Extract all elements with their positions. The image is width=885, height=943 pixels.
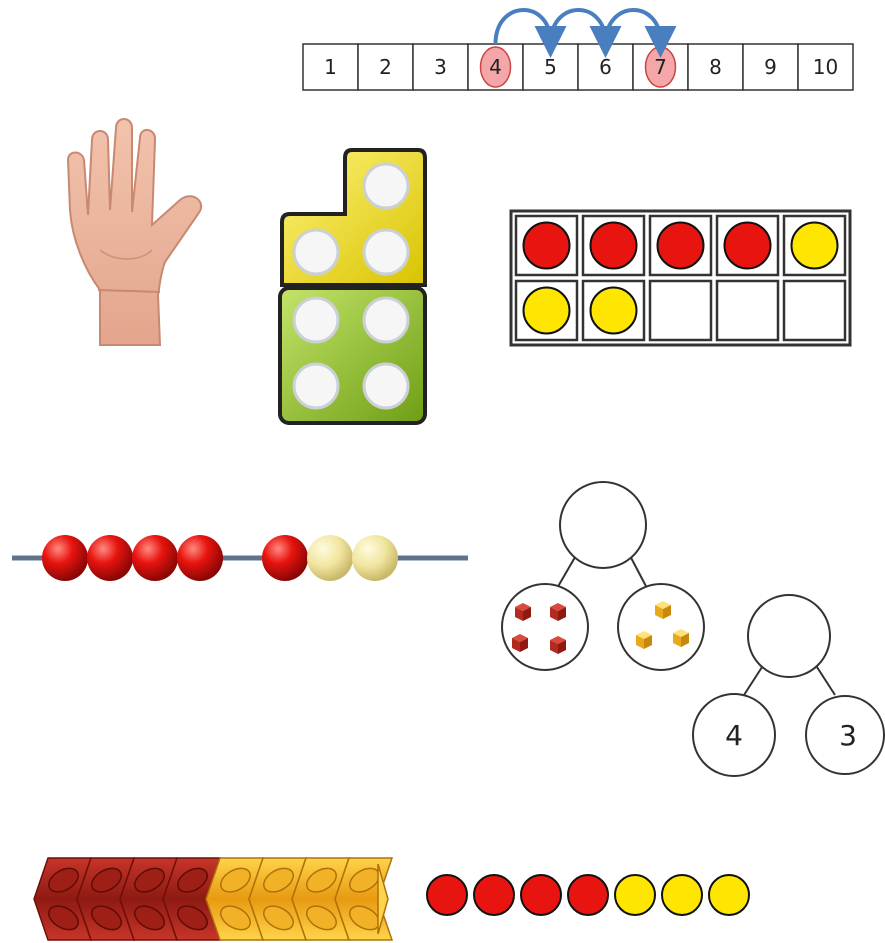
number-line-label: 5 xyxy=(544,55,557,79)
red-counter xyxy=(568,875,608,915)
numicon-hole xyxy=(364,364,408,408)
numicon-hole xyxy=(294,230,338,274)
ten-frame xyxy=(511,211,850,345)
jump-arrow xyxy=(606,10,661,44)
bead xyxy=(352,535,398,581)
numicon-hole xyxy=(294,364,338,408)
bead xyxy=(177,535,223,581)
bead xyxy=(262,535,308,581)
ten-frame-counter xyxy=(524,288,570,334)
numicon-hole xyxy=(364,298,408,342)
bead xyxy=(87,535,133,581)
part-circle xyxy=(618,584,704,670)
red-counter xyxy=(474,875,514,915)
bead xyxy=(132,535,178,581)
ten-frame-counter xyxy=(792,223,838,269)
part-whole-model-cubes xyxy=(502,482,704,670)
jump-arrow xyxy=(551,10,606,44)
number-line-label: 7 xyxy=(654,55,667,79)
part-a-value: 4 xyxy=(725,719,743,752)
numicon-hole xyxy=(364,164,408,208)
ten-frame-counter xyxy=(591,288,637,334)
red-counter xyxy=(521,875,561,915)
whole-circle xyxy=(560,482,646,568)
number-line-label: 9 xyxy=(764,55,777,79)
bead xyxy=(42,535,88,581)
numicon-seven-tile xyxy=(280,150,425,423)
ten-frame-cell xyxy=(717,281,778,340)
yellow-counter xyxy=(709,875,749,915)
number-line-label: 8 xyxy=(709,55,722,79)
number-line-label: 4 xyxy=(489,55,502,79)
linking-cube-train xyxy=(34,858,392,940)
part-b-value: 3 xyxy=(839,719,857,752)
numicon-hole xyxy=(364,230,408,274)
number-line-label: 2 xyxy=(379,55,392,79)
whole-circle xyxy=(748,595,830,677)
part-circle xyxy=(502,584,588,670)
number-line-label: 3 xyxy=(434,55,447,79)
ten-frame-counter xyxy=(524,223,570,269)
counter-row xyxy=(427,875,749,915)
ten-frame-cell xyxy=(650,281,711,340)
number-line: 1 2 3 4 5 6 7 8 9 10 xyxy=(303,10,853,90)
jump-arrow xyxy=(496,10,551,44)
number-line-label: 1 xyxy=(324,55,337,79)
hand-five-fingers-image xyxy=(68,119,201,345)
number-line-label: 10 xyxy=(813,55,838,79)
ten-frame-counter xyxy=(658,223,704,269)
ten-frame-counter xyxy=(725,223,771,269)
red-counter xyxy=(427,875,467,915)
yellow-counter xyxy=(662,875,702,915)
ten-frame-cell xyxy=(784,281,845,340)
numicon-hole xyxy=(294,298,338,342)
bead xyxy=(307,535,353,581)
bead-string xyxy=(12,535,468,581)
ten-frame-counter xyxy=(591,223,637,269)
yellow-counter xyxy=(615,875,655,915)
number-line-label: 6 xyxy=(599,55,612,79)
